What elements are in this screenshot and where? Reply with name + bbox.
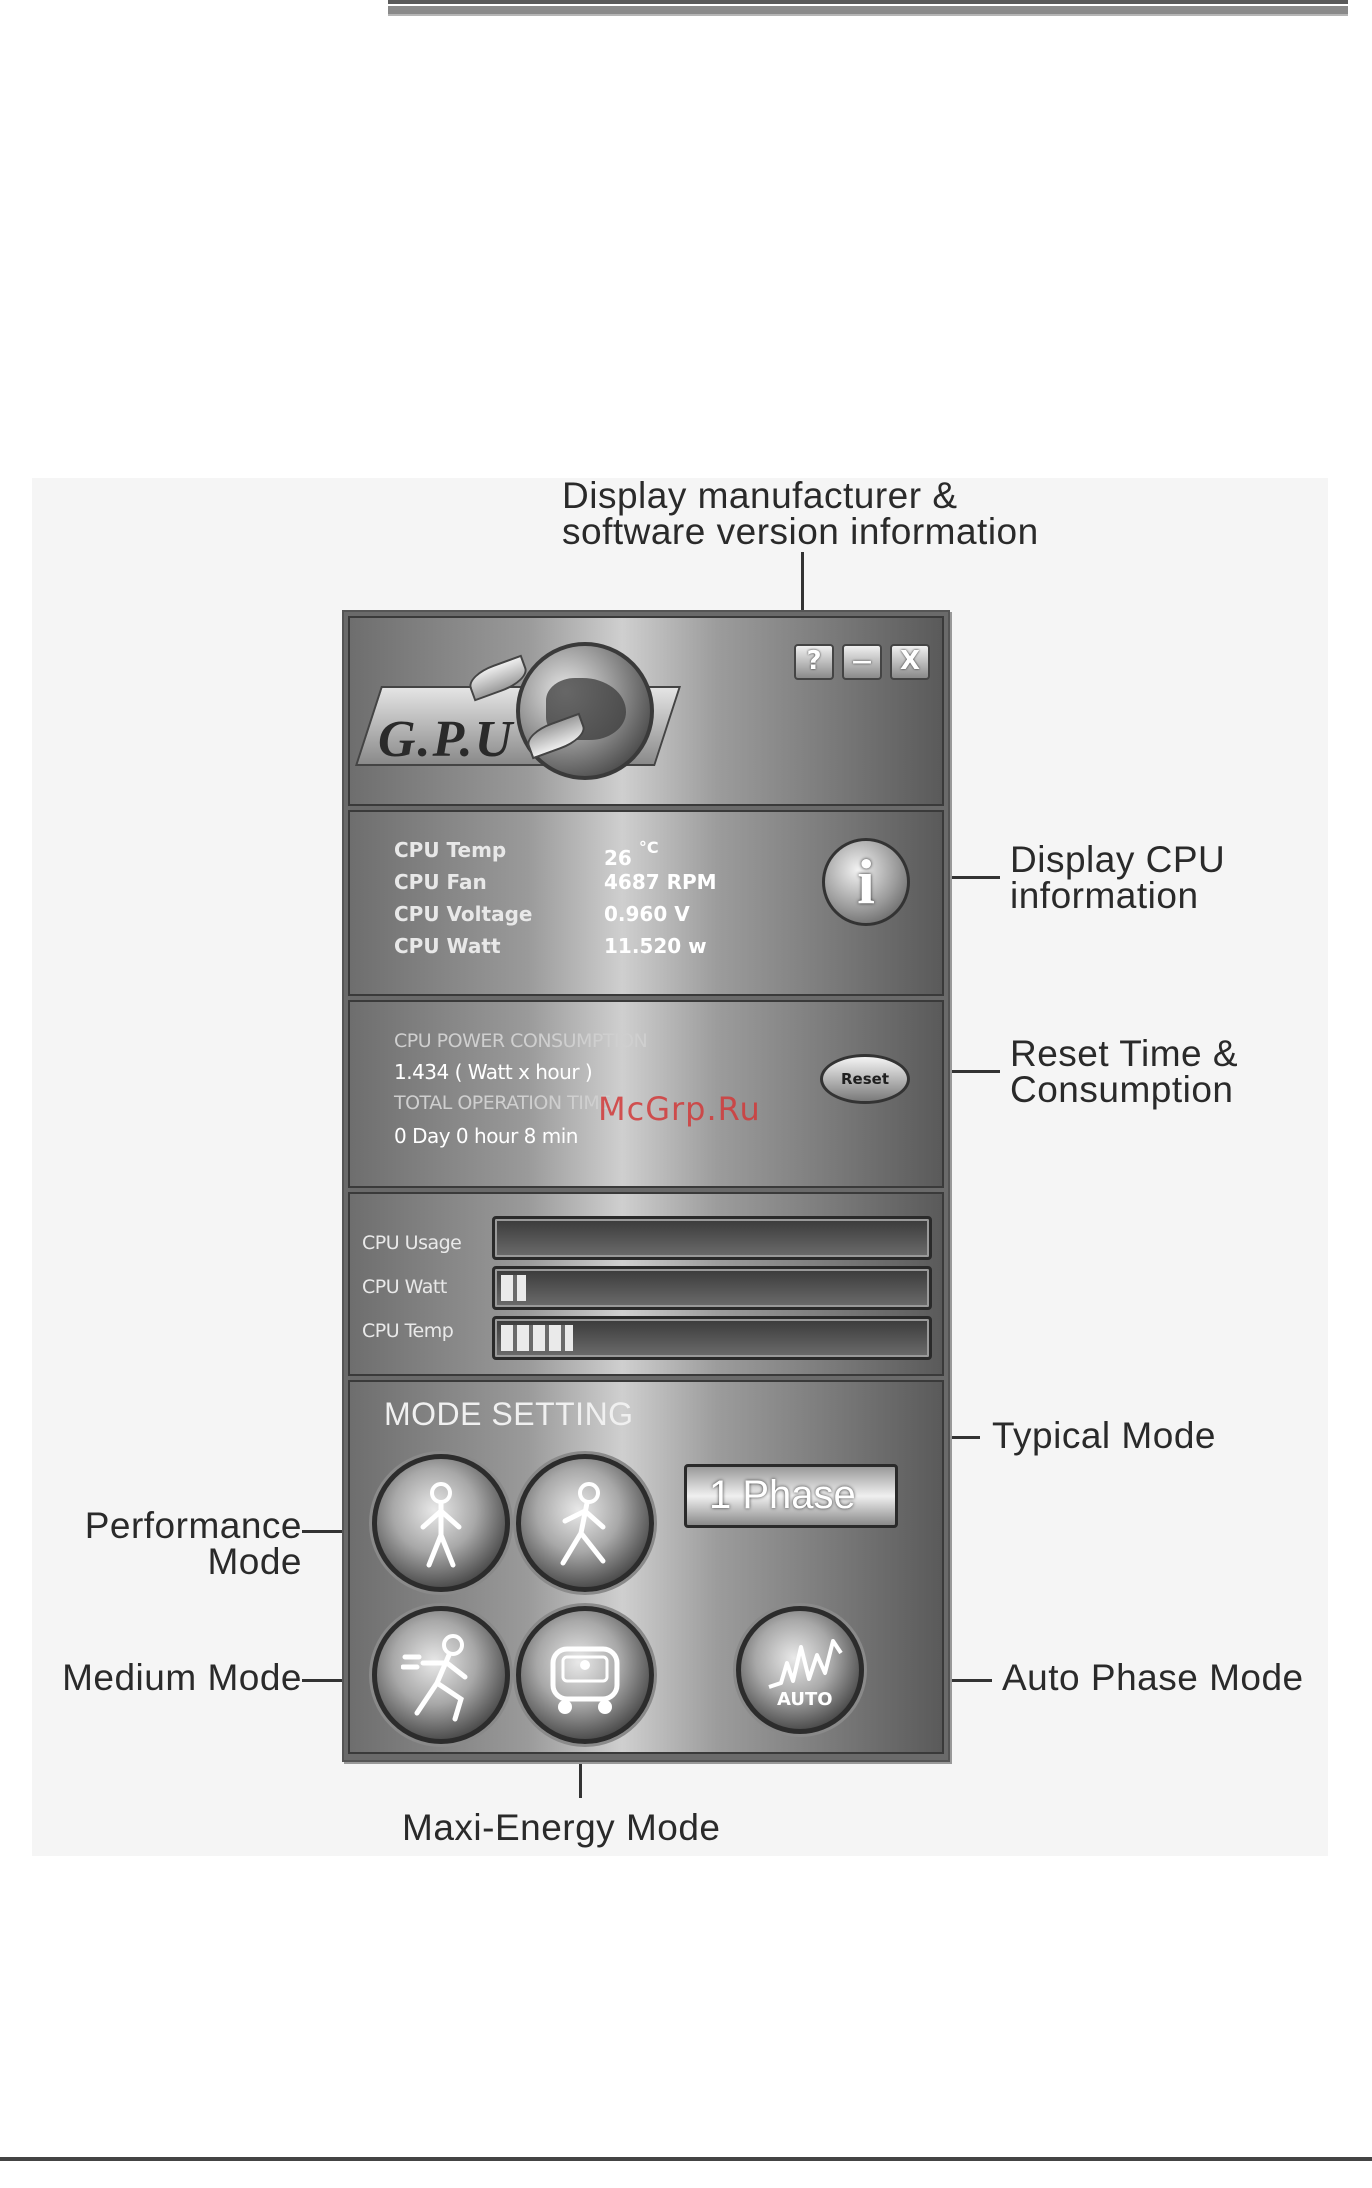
meter-cpu-temp bbox=[492, 1316, 932, 1360]
meters-panel: CPU Usage CPU Watt CPU Temp bbox=[348, 1192, 944, 1376]
minimize-button[interactable]: — bbox=[842, 644, 882, 680]
cpu-temp-value: 26 °C bbox=[604, 838, 659, 870]
callout-maxi-energy-mode: Maxi-Energy Mode bbox=[402, 1807, 721, 1848]
callout-line-reset bbox=[904, 1070, 1000, 1073]
walking-person-icon bbox=[560, 1482, 606, 1566]
callout-cpu-info-line1: Display CPU bbox=[1010, 839, 1226, 880]
mode-setting-panel: MODE SETTING 1 Phase bbox=[348, 1380, 944, 1754]
callout-line-cpu-info bbox=[904, 876, 1000, 879]
meter-cpu-watt bbox=[492, 1266, 932, 1310]
cpu-fan-label: CPU Fan bbox=[394, 870, 487, 894]
performance-mode-button[interactable] bbox=[372, 1454, 510, 1592]
cpu-voltage-label: CPU Voltage bbox=[394, 902, 533, 926]
mode-setting-title: MODE SETTING bbox=[384, 1396, 634, 1432]
cpu-temp-label: CPU Temp bbox=[394, 838, 507, 862]
typical-mode-button[interactable] bbox=[516, 1454, 654, 1592]
degree-unit: °C bbox=[638, 838, 659, 857]
callout-version-info-line2: software version information bbox=[562, 511, 1039, 552]
vehicle-icon bbox=[550, 1646, 620, 1714]
maxi-energy-mode-button[interactable] bbox=[516, 1606, 654, 1744]
cpu-watt-label: CPU Watt bbox=[394, 934, 501, 958]
footer-rule bbox=[0, 2157, 1372, 2161]
waveform-icon bbox=[768, 1639, 843, 1689]
meter-label-cpu-temp: CPU Temp bbox=[362, 1320, 454, 1342]
operation-time-label: TOTAL OPERATION TIME bbox=[394, 1092, 611, 1114]
callout-line-medium bbox=[302, 1679, 378, 1682]
cpu-info-panel: CPU Temp 26 °C CPU Fan 4687 RPM CPU Volt… bbox=[348, 810, 944, 996]
standing-person-icon bbox=[420, 1482, 462, 1568]
power-panel: CPU POWER CONSUMPTION 1.434 ( Watt x hou… bbox=[348, 1000, 944, 1188]
consumption-value: 1.434 ( Watt x hour ) bbox=[394, 1060, 593, 1084]
gpu-logo: G.P.U bbox=[378, 711, 515, 768]
phase-display: 1 Phase bbox=[684, 1464, 898, 1528]
consumption-label: CPU POWER CONSUMPTION bbox=[394, 1030, 648, 1052]
callout-performance-line2: Mode bbox=[207, 1541, 302, 1582]
meter-label-cpu-watt: CPU Watt bbox=[362, 1276, 447, 1298]
watermark: McGrp.Ru bbox=[598, 1090, 761, 1128]
callout-typical-mode: Typical Mode bbox=[992, 1415, 1216, 1456]
callout-version-info-line1: Display manufacturer & bbox=[562, 475, 958, 516]
callout-auto-phase-mode: Auto Phase Mode bbox=[1002, 1657, 1304, 1698]
callout-medium-mode: Medium Mode bbox=[62, 1657, 302, 1698]
header-panel: G.P.U ? — X bbox=[348, 616, 944, 806]
cpu-voltage-value: 0.960 V bbox=[604, 902, 690, 926]
close-button[interactable]: X bbox=[890, 644, 930, 680]
running-person-icon bbox=[401, 1634, 468, 1722]
callout-reset-line1: Reset Time & bbox=[1010, 1033, 1239, 1074]
help-button[interactable]: ? bbox=[794, 644, 834, 680]
meter-fill-cpu-watt bbox=[501, 1275, 526, 1301]
callout-cpu-info-line2: information bbox=[1010, 875, 1199, 916]
medium-mode-button[interactable] bbox=[372, 1606, 510, 1744]
gpu-app-window: G.P.U ? — X CPU Temp 26 °C CPU Fan 4687 … bbox=[342, 610, 950, 1762]
callout-reset-line2: Consumption bbox=[1010, 1069, 1234, 1110]
meter-fill-cpu-temp bbox=[501, 1325, 573, 1351]
auto-phase-mode-button[interactable]: AUTO bbox=[736, 1606, 864, 1734]
callout-line-performance bbox=[302, 1530, 378, 1533]
auto-label: AUTO bbox=[777, 1689, 833, 1710]
header-rule bbox=[388, 0, 1348, 16]
meter-label-cpu-usage: CPU Usage bbox=[362, 1232, 462, 1254]
reset-button[interactable]: Reset bbox=[820, 1054, 910, 1104]
info-icon[interactable]: i bbox=[822, 838, 910, 926]
meter-cpu-usage bbox=[492, 1216, 932, 1260]
cpu-watt-value: 11.520 w bbox=[604, 934, 707, 958]
operation-time-value: 0 Day 0 hour 8 min bbox=[394, 1124, 578, 1148]
callout-performance-line1: Performance bbox=[84, 1505, 302, 1546]
cpu-fan-value: 4687 RPM bbox=[604, 870, 717, 894]
callout-line-version bbox=[801, 552, 804, 636]
callout-line-maxi bbox=[579, 1730, 582, 1798]
